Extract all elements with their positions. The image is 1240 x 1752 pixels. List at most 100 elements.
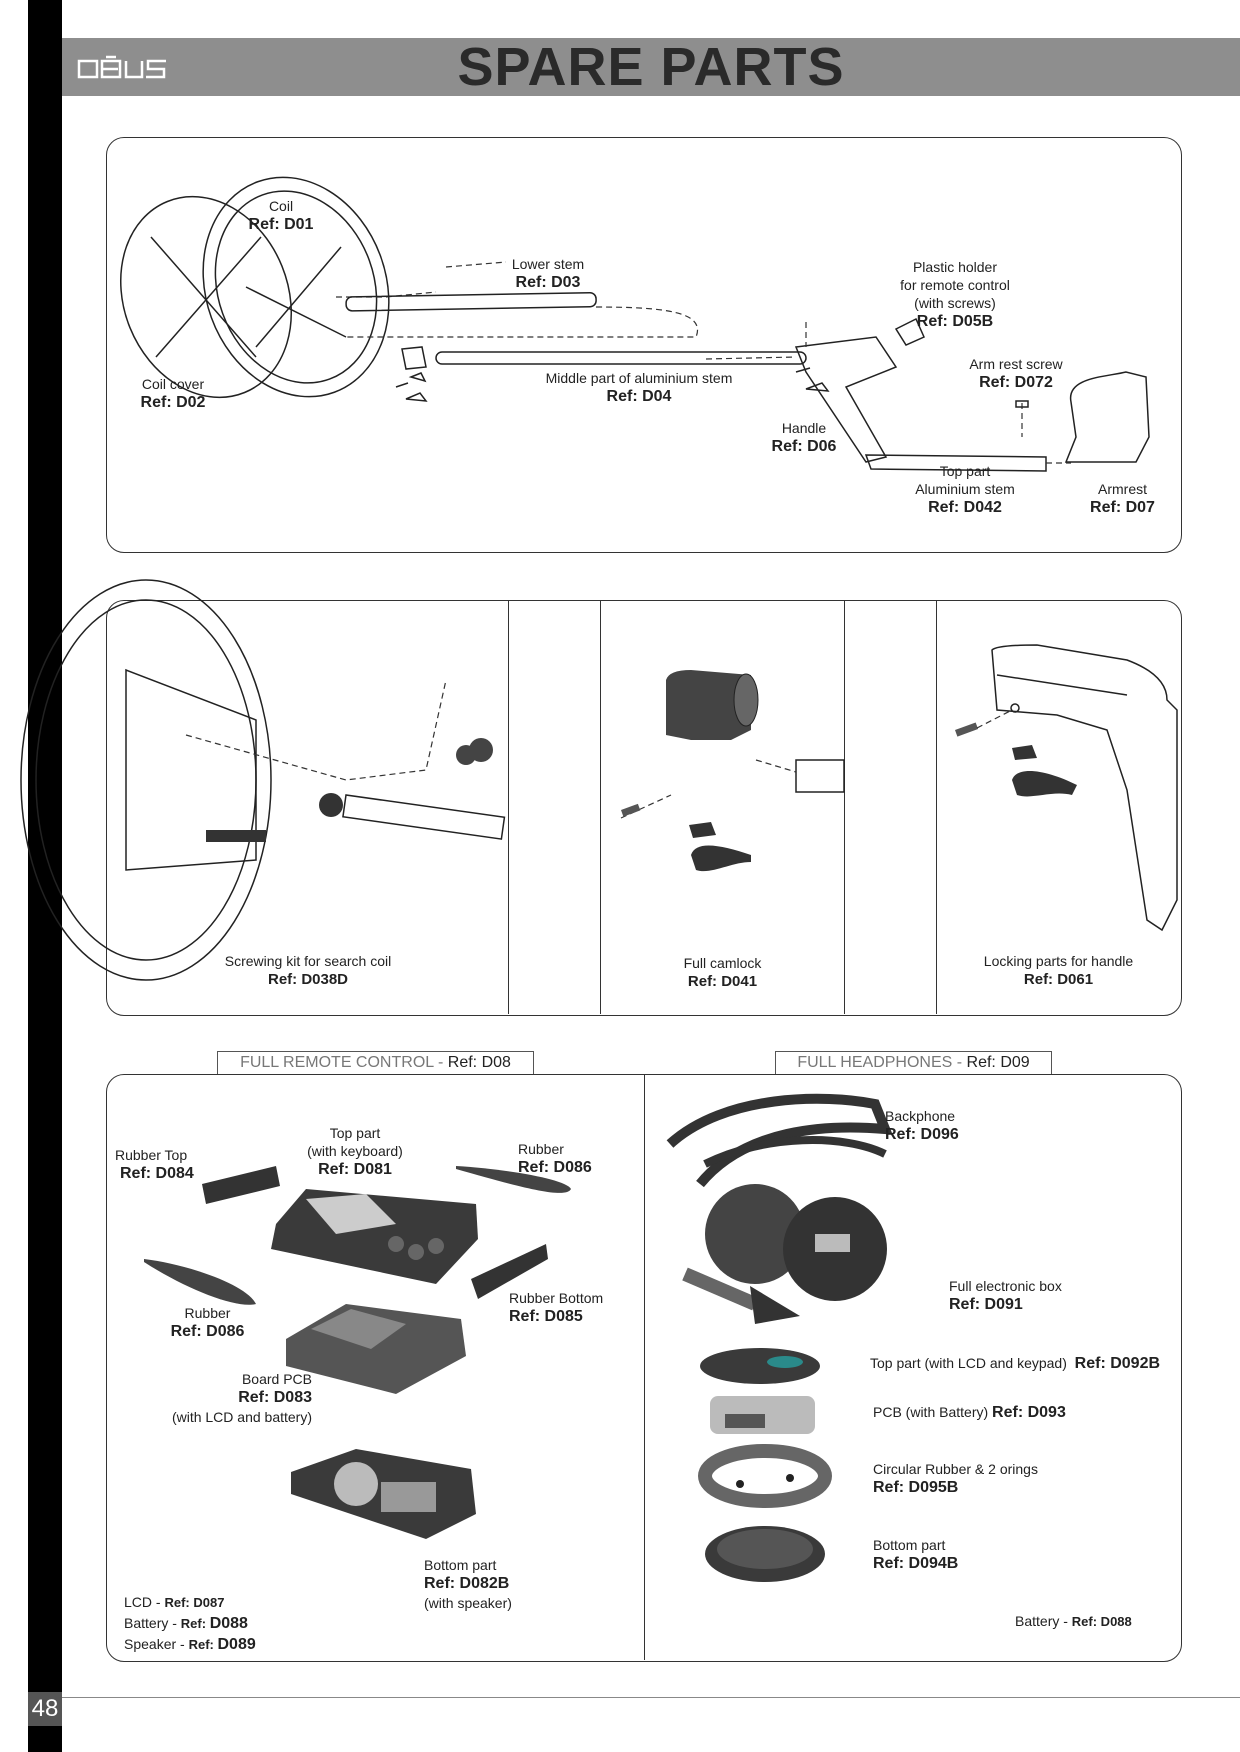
backphone-name: Backphone (885, 1108, 956, 1124)
locking-parts-label: Locking parts for handle Ref: D061 (937, 952, 1180, 990)
headphones-tab: FULL HEADPHONES - Ref: D09 (775, 1051, 1052, 1076)
battery-line: Battery - Ref: D088 (124, 1613, 324, 1634)
rubber-right-label: Rubber Ref: D086 (518, 1140, 618, 1178)
screwing-kit-ref: Ref: D038D (267, 971, 349, 988)
handle-label: Handle Ref: D06 (764, 419, 844, 457)
page-number: 48 (28, 1692, 62, 1726)
full-camlock-ref: Ref: D041 (687, 973, 758, 990)
middle-stem-name: Middle part of aluminium stem (545, 370, 733, 386)
screwing-kit-drawing (20, 579, 506, 981)
backphone-ref: Ref: D096 (885, 1126, 959, 1143)
top-part-keyboard-label: Top part (with keyboard) Ref: D081 (290, 1124, 420, 1180)
rubber-bottom-name: Rubber Bottom (509, 1290, 604, 1306)
speaker-code: D089 (217, 1636, 256, 1653)
top-part-stem-line2: Aluminium stem (915, 481, 1015, 497)
coil-label: Coil Ref: D01 (226, 197, 336, 235)
full-camlock-drawing (620, 670, 845, 872)
arm-rest-screw-name: Arm rest screw (969, 356, 1063, 372)
speaker-ref: Ref: (188, 1637, 218, 1652)
board-pcb-ref: Ref: D083 (238, 1389, 312, 1406)
detector-exploded-drawing (119, 176, 1150, 472)
coil-ref: Ref: D01 (248, 216, 314, 233)
hp-bottom-part-ref: Ref: D094B (873, 1555, 959, 1572)
bottom-part-remote-label: Bottom part Ref: D082B (with speaker) (424, 1556, 544, 1612)
hp-pcb-ref: Ref: D093 (992, 1404, 1066, 1421)
circular-rubber-label: Circular Rubber & 2 orings Ref: D095B (873, 1460, 1073, 1498)
footer-line (62, 1697, 1240, 1698)
page-side-bar (28, 0, 62, 1752)
speaker-name: Speaker - (124, 1636, 189, 1652)
locking-parts-ref: Ref: D061 (1023, 971, 1094, 988)
arm-rest-screw-label: Arm rest screw Ref: D072 (956, 355, 1076, 393)
hp-bottom-part-name: Bottom part (873, 1537, 946, 1553)
coil-cover-name: Coil cover (141, 376, 205, 392)
hp-battery-name: Battery - (1015, 1613, 1072, 1629)
armrest-ref: Ref: D07 (1090, 499, 1155, 516)
locking-parts-drawing (955, 644, 1178, 932)
divider (936, 601, 937, 1014)
remote-control-tab: FULL REMOTE CONTROL - Ref: D08 (217, 1051, 534, 1076)
hp-bottom-part-label: Bottom part Ref: D094B (873, 1536, 993, 1574)
divider (844, 601, 845, 1014)
top-part-keyboard-ref: Ref: D081 (318, 1161, 392, 1178)
plastic-holder-line3: (with screws) (914, 295, 996, 311)
page-title: SPARE PARTS (457, 37, 845, 97)
armrest-name: Armrest (1098, 481, 1147, 497)
coil-cover-label: Coil cover Ref: D02 (118, 375, 228, 413)
battery-code: D088 (209, 1615, 248, 1632)
backphone-label: Backphone Ref: D096 (885, 1107, 1005, 1145)
lower-stem-ref: Ref: D03 (515, 274, 581, 291)
coil-name: Coil (268, 198, 294, 214)
arm-rest-screw-ref: Ref: D072 (979, 374, 1053, 391)
lower-stem-name: Lower stem (511, 256, 585, 272)
screwing-kit-name: Screwing kit for search coil (224, 953, 392, 969)
locking-parts-name: Locking parts for handle (983, 953, 1134, 969)
battery-name: Battery - (124, 1615, 181, 1631)
rubber-left-ref: Ref: D086 (170, 1323, 245, 1340)
board-pcb-name: Board PCB (241, 1371, 312, 1387)
divider (600, 601, 601, 1014)
full-camlock-label: Full camlock Ref: D041 (601, 954, 844, 992)
armrest-label: Armrest Ref: D07 (1080, 480, 1165, 518)
headphones-tab-title: FULL HEADPHONES - (797, 1054, 967, 1071)
handle-ref: Ref: D06 (771, 438, 837, 455)
bottom-part-remote-ref: Ref: D082B (424, 1575, 510, 1592)
top-part-stem-line1: Top part (939, 463, 991, 479)
board-pcb-label: Board PCB Ref: D083 (with LCD and batter… (152, 1370, 312, 1426)
rubber-top-label: Rubber Top Ref: D084 (115, 1146, 225, 1184)
handle-name: Handle (781, 420, 827, 436)
headphones-drawing (666, 1093, 893, 1582)
electronic-box-name: Full electronic box (949, 1278, 1062, 1294)
remote-tab-ref: Ref: D08 (447, 1054, 511, 1071)
rubber-right-name: Rubber (518, 1141, 564, 1157)
electronic-box-label: Full electronic box Ref: D091 (949, 1277, 1099, 1315)
lcd-line: LCD - Ref: D087 (124, 1592, 324, 1613)
electronic-box-ref: Ref: D091 (949, 1296, 1023, 1313)
hp-pcb-name: PCB (with Battery) (873, 1404, 989, 1420)
top-part-keyboard-line1: Top part (329, 1125, 381, 1141)
coil-cover-ref: Ref: D02 (140, 394, 206, 411)
battery-ref: Ref: (180, 1616, 210, 1631)
plastic-holder-line2: for remote control (900, 277, 1010, 293)
lower-stem-label: Lower stem Ref: D03 (488, 255, 608, 293)
hp-top-part-label: Top part (with LCD and keypad) Ref: D092… (870, 1354, 1170, 1374)
deus-logo (77, 55, 166, 79)
rubber-top-name: Rubber Top (115, 1147, 188, 1163)
full-camlock-name: Full camlock (683, 955, 762, 971)
bottom-part-remote-note: (with speaker) (424, 1595, 512, 1611)
lcd-name: LCD - (124, 1594, 165, 1610)
hp-pcb-label: PCB (with Battery) Ref: D093 (873, 1403, 1113, 1423)
divider (644, 1075, 645, 1660)
detector-parts-panel (106, 137, 1182, 553)
rubber-bottom-ref: Ref: D085 (509, 1308, 583, 1325)
hp-top-part-ref: Ref: D092B (1074, 1355, 1161, 1372)
middle-stem-label: Middle part of aluminium stem Ref: D04 (524, 369, 754, 407)
divider (508, 601, 509, 1014)
lcd-ref: Ref: D087 (164, 1595, 225, 1610)
board-pcb-note: (with LCD and battery) (171, 1409, 312, 1425)
rubber-bottom-label: Rubber Bottom Ref: D085 (509, 1289, 639, 1327)
top-part-stem-ref: Ref: D042 (928, 499, 1002, 516)
hp-battery-ref: Ref: D088 (1071, 1614, 1132, 1629)
hp-battery-label: Battery - Ref: D088 (1015, 1612, 1165, 1631)
top-part-stem-label: Top part Aluminium stem Ref: D042 (900, 462, 1030, 518)
